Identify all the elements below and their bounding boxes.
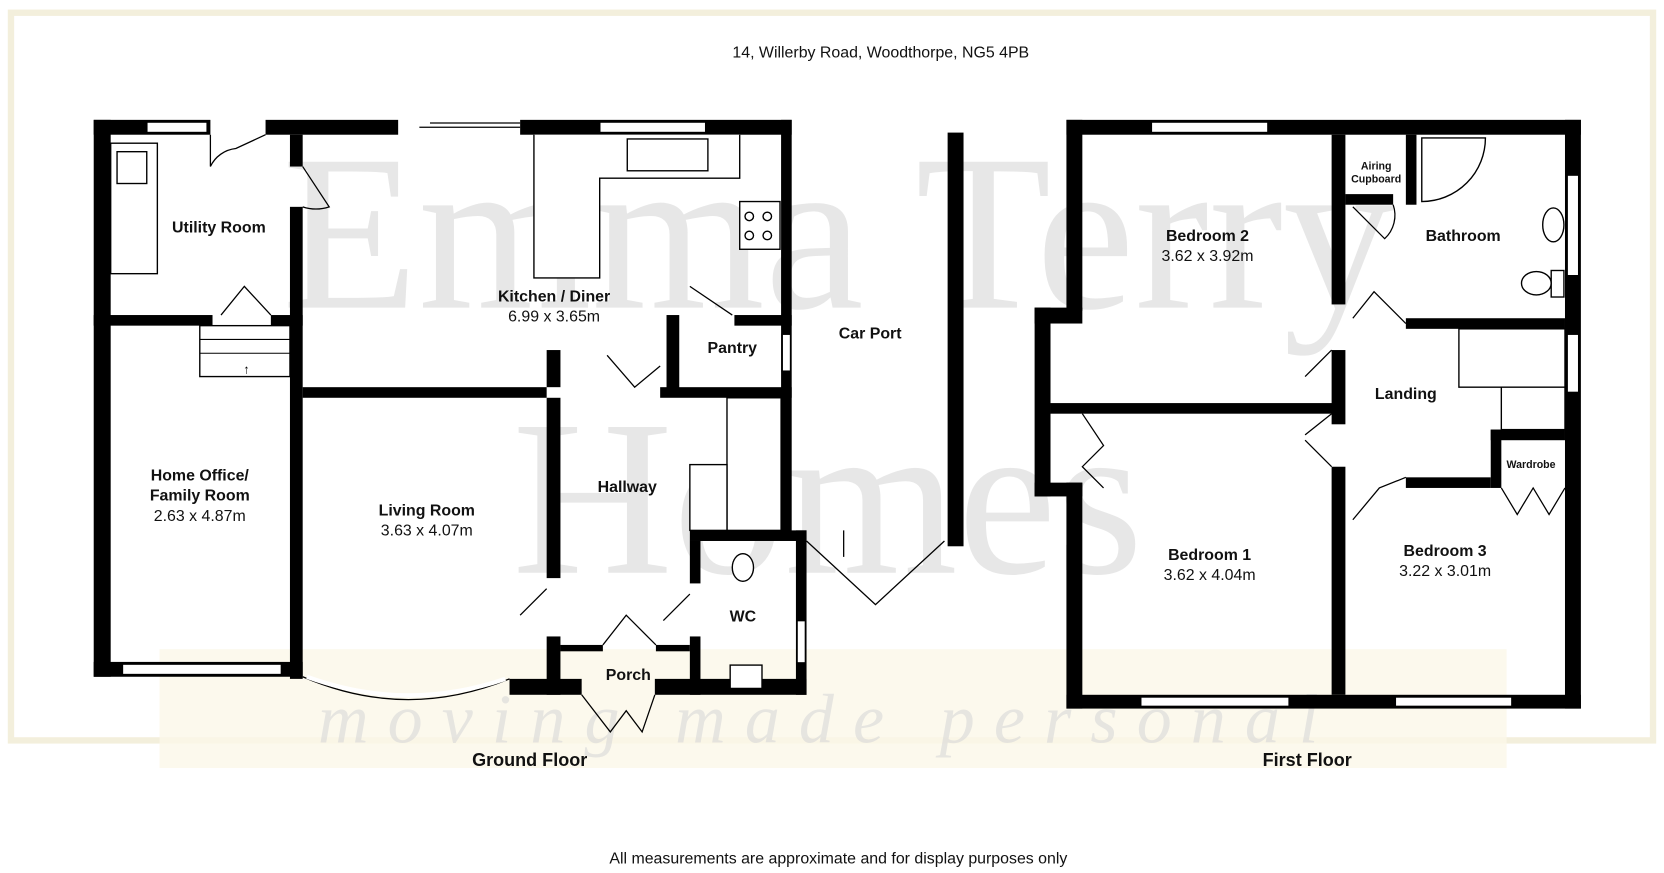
room-dims-bedroom-2: 3.62 x 3.92m bbox=[1162, 248, 1254, 265]
watermark-logo: Emma Terry Homes moving made personal bbox=[282, 111, 1394, 759]
room-label-kitchen: Kitchen / Diner bbox=[498, 288, 610, 305]
room-label-wc: WC bbox=[730, 609, 757, 626]
room-label-bedroom-1: Bedroom 1 bbox=[1168, 547, 1251, 564]
first-floor-label: First Floor bbox=[1263, 750, 1352, 770]
room-label-wardrobe: Wardrobe bbox=[1507, 459, 1556, 471]
svg-text:↑: ↑ bbox=[243, 361, 249, 376]
room-label-office: Home Office/ bbox=[151, 468, 250, 485]
svg-text:moving made personal: moving made personal bbox=[318, 682, 1338, 759]
first-floor-walls bbox=[1034, 119, 1581, 709]
room-label-bathroom: Bathroom bbox=[1426, 228, 1501, 245]
disclaimer: All measurements are approximate and for… bbox=[609, 850, 1067, 867]
ground-floor-label: Ground Floor bbox=[472, 750, 587, 770]
first-floor-fixtures bbox=[1081, 137, 1566, 521]
room-dims-bedroom-1: 3.62 x 4.04m bbox=[1164, 567, 1256, 584]
room-label-porch: Porch bbox=[606, 667, 651, 684]
room-label-pantry: Pantry bbox=[708, 340, 758, 357]
room-dims-kitchen: 6.99 x 3.65m bbox=[508, 308, 600, 325]
room-label-bedroom-3: Bedroom 3 bbox=[1404, 543, 1487, 560]
room-dims-bedroom-3: 3.22 x 3.01m bbox=[1399, 563, 1491, 580]
ground-floor-walls bbox=[93, 119, 964, 701]
address-title: 14, Willerby Road, Woodthorpe, NG5 4PB bbox=[732, 44, 1029, 61]
room-label-airing: Airing bbox=[1361, 161, 1392, 173]
room-label-bedroom-2: Bedroom 2 bbox=[1166, 228, 1249, 245]
room-label-hallway: Hallway bbox=[598, 479, 657, 496]
room-dims-living: 3.63 x 4.07m bbox=[381, 523, 473, 540]
room-label-office-2: Family Room bbox=[150, 488, 250, 505]
room-dims-office: 2.63 x 4.87m bbox=[154, 508, 246, 525]
svg-text:Emma Terry: Emma Terry bbox=[282, 111, 1394, 357]
room-label-cupboard: Cupboard bbox=[1351, 173, 1401, 185]
room-label-utility: Utility Room bbox=[172, 219, 266, 236]
ground-floor-fixtures: ↑ bbox=[109, 134, 945, 734]
room-label-living: Living Room bbox=[379, 503, 475, 520]
room-label-landing: Landing bbox=[1375, 386, 1437, 403]
room-label-car-port: Car Port bbox=[839, 325, 902, 342]
